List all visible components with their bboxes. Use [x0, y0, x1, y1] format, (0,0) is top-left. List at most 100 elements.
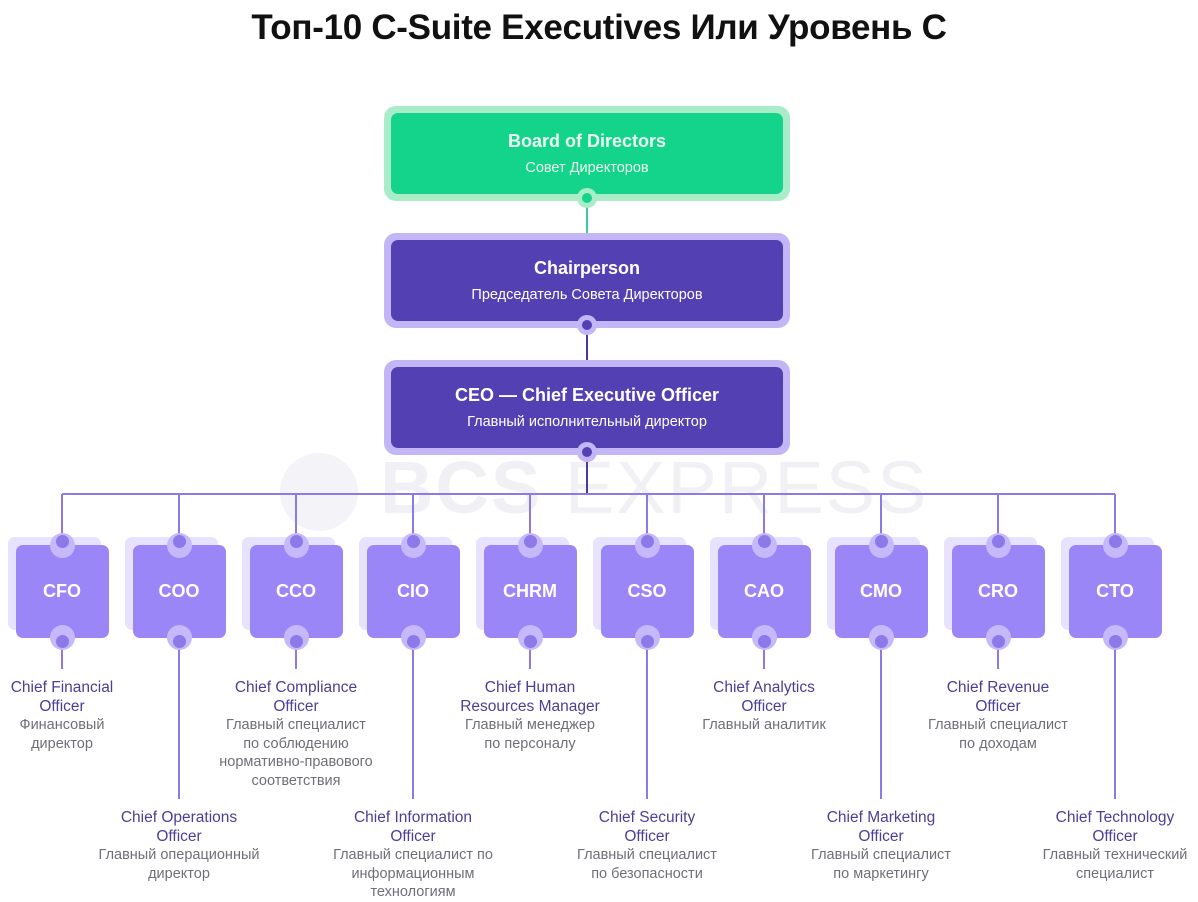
exec-title-line: Officer — [156, 827, 202, 845]
exec-abbr: CMO — [834, 545, 928, 638]
exec-description-line: информационным — [351, 865, 475, 882]
exec-abbr: CCO — [249, 545, 343, 638]
exec-node-cco: CCO — [241, 533, 343, 650]
chair-subtitle: Председатель Совета Директоров — [471, 287, 703, 303]
exec-title-line: Officer — [624, 827, 670, 845]
exec-node-cio: CIO — [358, 533, 460, 650]
exec-node-cao: CAO — [709, 533, 811, 650]
exec-title-line: Chief Compliance — [234, 679, 358, 696]
exec-description-line: технологиям — [370, 884, 456, 900]
exec-abbr: CTO — [1068, 545, 1162, 638]
exec-title-line: Chief Information — [353, 809, 473, 826]
exec-title-line: Officer — [1092, 827, 1138, 845]
exec-abbr: CFO — [15, 545, 109, 638]
exec-abbr: CAO — [717, 545, 811, 638]
exec-top-dot — [640, 535, 654, 548]
exec-top-dot — [757, 535, 771, 548]
exec-title-line: Chief Marketing — [826, 809, 936, 826]
exec-bottom-dot — [406, 635, 420, 648]
exec-title-line: Officer — [741, 697, 787, 715]
exec-description-line: нормативно-правового — [219, 754, 373, 770]
exec-description-line: по доходам — [959, 735, 1037, 752]
exec-description-line: по маркетингу — [833, 865, 929, 882]
exec-bottom-dot — [1108, 635, 1122, 648]
exec-node-cro: CRO — [943, 533, 1045, 650]
exec-description-line: Главный технический — [1042, 847, 1188, 863]
exec-description-line: Главный аналитик — [702, 717, 826, 733]
exec-top-dot — [1108, 535, 1122, 548]
exec-bottom-dot — [289, 635, 303, 648]
chair-title: Chairperson — [533, 258, 641, 278]
board-connector-dot — [577, 188, 597, 208]
exec-description-line: по безопасности — [591, 865, 703, 882]
exec-top-dot — [991, 535, 1005, 548]
exec-description-line: Финансовый — [19, 717, 105, 733]
exec-abbr: COO — [132, 545, 226, 638]
exec-bottom-dot — [55, 635, 69, 648]
exec-bottom-dot — [874, 635, 888, 648]
exec-description-line: Главный менеджер — [465, 717, 595, 733]
board-subtitle: Совет Директоров — [525, 160, 649, 176]
exec-node-cfo: CFO — [7, 533, 109, 650]
ceo-title: CEO — Chief Executive Officer — [454, 385, 720, 405]
exec-node-cto: CTO — [1060, 533, 1162, 650]
watermark-logo-icon — [280, 453, 358, 531]
exec-top-dot — [172, 535, 186, 548]
exec-abbr: CRO — [951, 545, 1045, 638]
exec-title-line: Officer — [858, 827, 904, 845]
exec-description-line: директор — [31, 735, 93, 752]
exec-bottom-dot — [757, 635, 771, 648]
exec-top-dot — [406, 535, 420, 548]
exec-bottom-dot — [523, 635, 537, 648]
exec-description-line: по соблюдению — [243, 735, 349, 752]
exec-abbr: CIO — [366, 545, 460, 638]
exec-description-line: специалист — [1075, 865, 1155, 882]
board-of-directors-node: Board of Directors Совет Директоров — [384, 106, 790, 201]
exec-title-line: Chief Analytics — [713, 679, 815, 696]
exec-bottom-dot — [991, 635, 1005, 648]
exec-title-line: Chief Technology — [1055, 809, 1175, 826]
exec-description-line: по персоналу — [484, 735, 576, 752]
exec-top-dot — [523, 535, 537, 548]
exec-title-line: Chief Human — [484, 679, 576, 696]
exec-title-line: Chief Security — [598, 809, 696, 826]
watermark-bold: BCS — [380, 446, 543, 529]
watermark: BCS EXPRESS — [280, 445, 926, 535]
exec-description-line: Главный специалист — [928, 717, 1068, 733]
exec-bottom-dot — [172, 635, 186, 648]
exec-abbr: CHRM — [483, 545, 577, 638]
watermark-text: BCS EXPRESS — [380, 445, 928, 530]
exec-description-line: Главный специалист — [811, 847, 951, 863]
exec-description-line: Главный специалист по — [333, 847, 493, 863]
exec-title-line: Chief Financial — [10, 679, 114, 696]
exec-title-line: Officer — [273, 697, 319, 715]
exec-description-line: Главный специалист — [226, 717, 366, 733]
exec-description-line: Главный операционный — [98, 847, 260, 863]
exec-title-line: Chief Operations — [120, 809, 238, 826]
exec-node-cmo: CMO — [826, 533, 928, 650]
exec-title-line: Officer — [390, 827, 436, 845]
chair-connector-dot — [577, 315, 597, 335]
exec-top-dot — [55, 535, 69, 548]
exec-top-dot — [874, 535, 888, 548]
exec-abbr: CSO — [600, 545, 694, 638]
ceo-connector-dot — [577, 442, 597, 462]
exec-bottom-dot — [640, 635, 654, 648]
exec-node-coo: COO — [124, 533, 226, 650]
board-title: Board of Directors — [507, 131, 667, 151]
chairperson-node: Chairperson Председатель Совета Директор… — [384, 233, 790, 328]
ceo-subtitle: Главный исполнительный директор — [467, 414, 707, 430]
exec-top-dot — [289, 535, 303, 548]
exec-title-line: Resources Manager — [460, 697, 600, 715]
exec-description-line: Главный специалист — [577, 847, 717, 863]
